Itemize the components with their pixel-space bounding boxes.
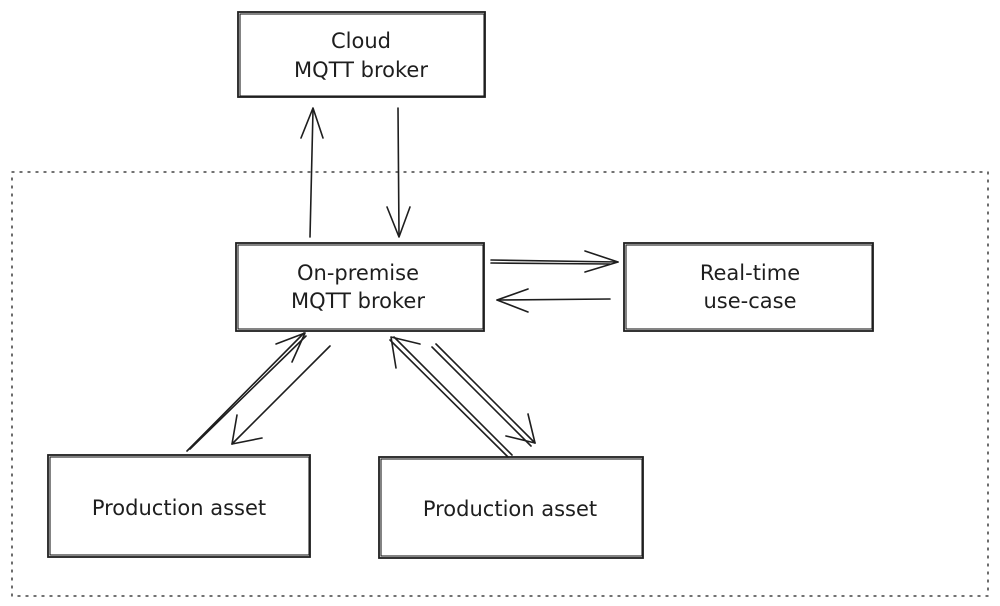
on-premise-boundary xyxy=(11,171,989,597)
onpremise-broker-label-line1: On-premise xyxy=(297,261,419,285)
arrow-onpremise-to-asset1 xyxy=(231,345,331,445)
arrow-onpremise-to-realtime xyxy=(490,250,619,273)
arrow-asset1-to-onpremise xyxy=(186,332,307,452)
arrow-realtime-to-onpremise xyxy=(496,288,611,313)
realtime-usecase-label-line2: use-case xyxy=(703,289,796,313)
production-asset-2-label: Production asset xyxy=(423,497,597,521)
cloud-broker-node: Cloud MQTT broker xyxy=(237,11,486,98)
arrow-cloud-to-onpremise xyxy=(386,107,411,238)
onpremise-broker-node: On-premise MQTT broker xyxy=(235,242,485,332)
arrow-onpremise-to-cloud xyxy=(300,107,324,238)
cloud-broker-label-line2: MQTT broker xyxy=(294,58,428,82)
arrow-onpremise-to-asset2 xyxy=(431,343,536,447)
arrow-asset2-to-onpremise xyxy=(389,336,513,458)
realtime-usecase-label-line1: Real-time xyxy=(700,261,800,285)
realtime-usecase-node: Real-time use-case xyxy=(623,242,874,332)
production-asset-1-label: Production asset xyxy=(92,496,266,520)
production-asset-node-2: Production asset xyxy=(378,456,644,559)
production-asset-node-1: Production asset xyxy=(47,454,311,558)
cloud-broker-label-line1: Cloud xyxy=(331,29,391,53)
onpremise-broker-label-line2: MQTT broker xyxy=(291,289,425,313)
